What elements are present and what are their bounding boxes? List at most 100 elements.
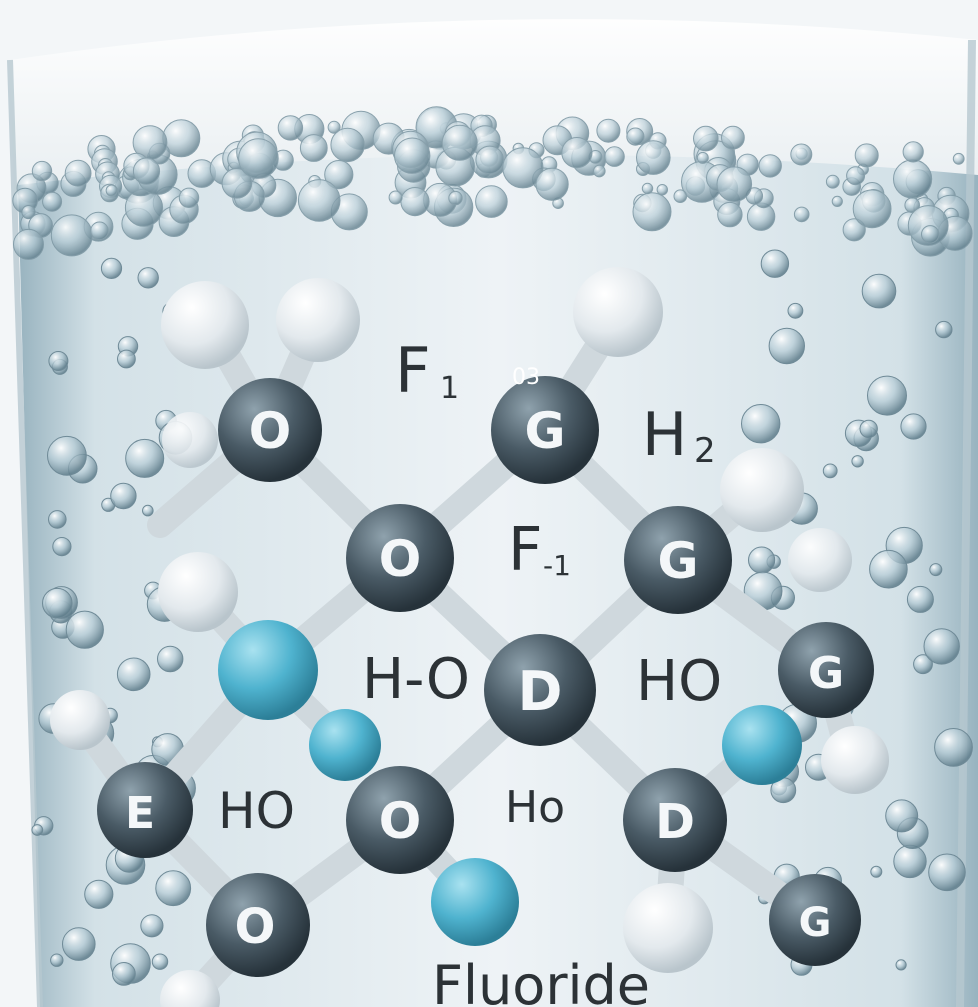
bubble xyxy=(632,192,672,232)
atom-a9: D xyxy=(623,768,727,872)
bubble xyxy=(641,182,654,195)
bubble xyxy=(105,184,118,197)
bubble xyxy=(42,191,63,212)
bubble xyxy=(693,125,719,152)
bubble xyxy=(846,166,866,186)
svg-text:O: O xyxy=(379,530,422,588)
bubble xyxy=(31,160,53,182)
bubble xyxy=(852,189,892,229)
bubble xyxy=(842,218,866,242)
bubble xyxy=(893,159,933,199)
bubble xyxy=(861,273,897,309)
bubble xyxy=(157,645,184,673)
bubble xyxy=(502,147,544,189)
bubble xyxy=(768,327,805,365)
bubble xyxy=(110,482,137,510)
svg-text:E: E xyxy=(125,788,155,839)
bubble xyxy=(42,587,73,619)
bubble xyxy=(31,824,44,836)
bubble xyxy=(448,190,463,206)
surface-bubbles xyxy=(12,106,973,260)
svg-text:O: O xyxy=(249,402,292,460)
svg-text:O: O xyxy=(379,792,422,850)
bubble xyxy=(656,184,668,196)
bubble xyxy=(895,959,907,971)
bubble xyxy=(851,455,864,468)
bubble xyxy=(906,585,934,613)
svg-text:2: 2 xyxy=(694,431,716,471)
bubble xyxy=(388,190,403,205)
atom-a7: E xyxy=(97,762,193,858)
bubble xyxy=(923,628,960,665)
bubble xyxy=(885,799,919,833)
bubble xyxy=(593,164,606,178)
bubble xyxy=(748,546,776,574)
bubble xyxy=(48,351,69,371)
bubble xyxy=(475,145,505,175)
bubble xyxy=(400,187,430,217)
svg-text:H: H xyxy=(642,400,687,470)
bubble xyxy=(854,143,879,168)
atom-a8: O xyxy=(346,766,454,874)
bubble xyxy=(155,870,192,907)
bubble xyxy=(741,404,781,444)
label-f1: F 1 xyxy=(395,334,459,407)
label-h-o: H-O xyxy=(362,647,470,712)
bubble xyxy=(142,504,154,517)
bubble xyxy=(178,187,200,209)
bubble xyxy=(327,120,341,134)
hydrogen-atoms xyxy=(50,267,889,1007)
bubble xyxy=(716,166,753,202)
svg-text:G: G xyxy=(799,900,832,946)
bubble xyxy=(297,179,341,222)
bubble xyxy=(790,143,813,166)
bubble xyxy=(117,349,136,369)
bubble xyxy=(535,167,569,201)
bubble xyxy=(721,125,745,150)
svg-text:F: F xyxy=(508,515,543,585)
bubble xyxy=(50,214,93,257)
bubble xyxy=(673,189,688,203)
fluoride-atoms xyxy=(218,620,802,946)
bubble xyxy=(50,953,64,967)
bubble xyxy=(825,174,840,189)
bubble xyxy=(299,134,328,162)
bubble xyxy=(475,185,508,218)
bubble xyxy=(100,257,123,279)
bubble xyxy=(221,168,253,199)
atom-a5: D xyxy=(484,634,596,746)
svg-text:D: D xyxy=(655,794,695,850)
svg-text:F: F xyxy=(395,334,431,407)
bubble xyxy=(394,137,431,174)
atom-a11: G xyxy=(769,874,861,966)
bubble xyxy=(831,195,843,207)
atom-a6: G xyxy=(778,622,874,718)
bubble xyxy=(758,154,782,178)
bubble xyxy=(132,157,161,185)
bubble xyxy=(277,115,304,141)
bubble xyxy=(62,927,96,961)
bubble xyxy=(760,249,790,278)
bubble xyxy=(21,205,36,220)
bubble xyxy=(84,879,114,909)
bubble xyxy=(324,160,354,190)
atom-a1: O xyxy=(218,378,322,482)
side-bubbles xyxy=(31,249,973,986)
bubble xyxy=(935,320,953,339)
bubble xyxy=(921,225,940,244)
bubble xyxy=(869,549,908,589)
label-ho-left: HO xyxy=(218,782,295,840)
bubble xyxy=(65,610,104,649)
bubble xyxy=(787,302,804,319)
label-ho-right: HO xyxy=(636,649,722,714)
bubble xyxy=(859,419,878,439)
svg-text:G: G xyxy=(808,648,844,699)
bubble xyxy=(64,159,92,187)
bubble xyxy=(561,137,593,169)
bubble xyxy=(822,463,838,479)
label-h2: H 2 xyxy=(642,400,716,471)
bubble xyxy=(596,118,621,143)
svg-text:O: O xyxy=(235,899,276,955)
bubble xyxy=(952,152,965,165)
